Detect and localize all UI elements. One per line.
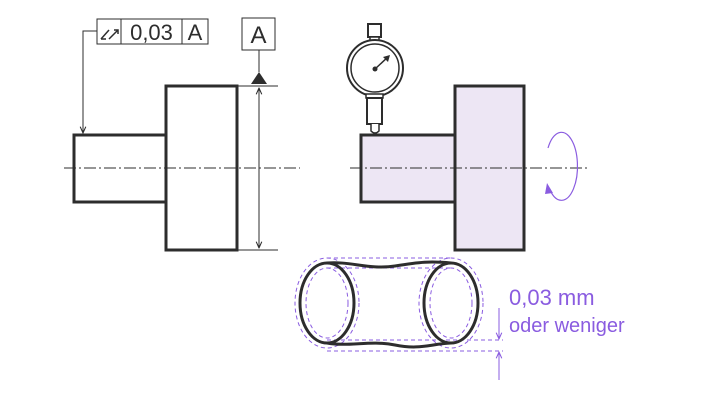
dial-indicator-icon xyxy=(346,23,404,134)
rotation-arrow-icon xyxy=(545,131,579,201)
circular-runout-icon xyxy=(100,29,119,40)
datum-box xyxy=(241,17,276,51)
tolerance-annotation-qualifier: oder weniger xyxy=(509,315,625,337)
feature-control-frame: 0,03 A xyxy=(96,18,209,45)
right-part-drawing xyxy=(346,23,590,252)
tolerance-value: 0,03 xyxy=(130,20,173,45)
tolerance-zone-illustration: 0,03 mm oder weniger xyxy=(294,257,625,380)
left-part-drawing: A 0,03 A xyxy=(64,17,300,252)
tolerance-annotation-value: 0,03 mm xyxy=(509,285,595,310)
datum-label: A xyxy=(250,22,266,49)
datum-reference: A xyxy=(188,20,203,45)
frame-leader xyxy=(83,30,97,133)
datum-triangle xyxy=(251,72,267,84)
